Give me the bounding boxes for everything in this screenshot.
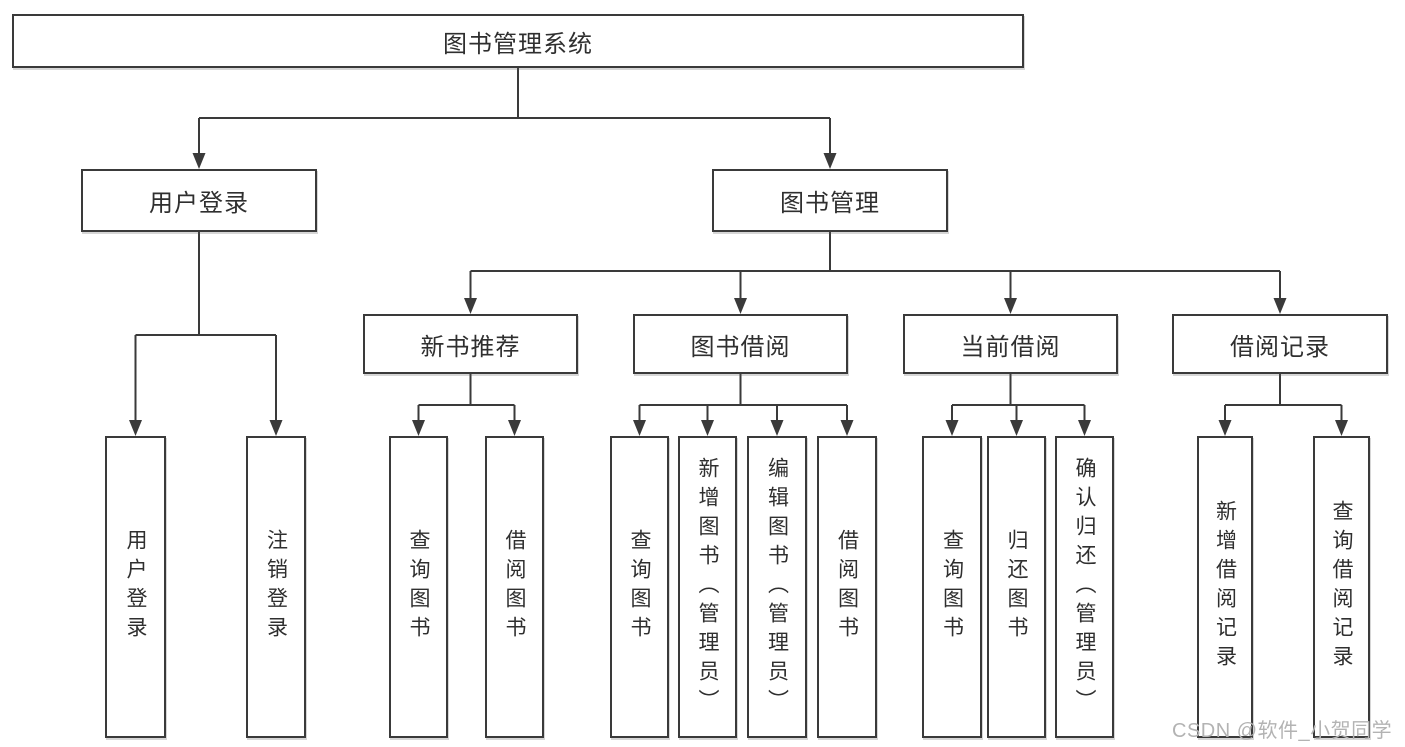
node-user-login-branch: 用户登录 bbox=[81, 169, 317, 232]
leaf-query-books-recommend: 查询图书 bbox=[389, 436, 448, 738]
leaf-user-login: 用户登录 bbox=[105, 436, 166, 738]
node-label: 查询图书 bbox=[940, 529, 964, 645]
leaf-add-borrow-record: 新增借阅记录 bbox=[1197, 436, 1253, 738]
leaf-query-borrow-record: 查询借阅记录 bbox=[1313, 436, 1370, 738]
leaf-return-books: 归还图书 bbox=[987, 436, 1046, 738]
node-label: 借阅记录 bbox=[1230, 333, 1330, 361]
leaf-logout: 注销登录 bbox=[246, 436, 306, 738]
node-library-management-system: 图书管理系统 bbox=[12, 14, 1024, 68]
node-current-borrowing: 当前借阅 bbox=[903, 314, 1118, 374]
node-label: 借阅图书 bbox=[503, 529, 526, 645]
node-label: 归还图书 bbox=[1005, 529, 1028, 645]
node-label: 查询借阅记录 bbox=[1330, 500, 1353, 674]
node-borrowing-records: 借阅记录 bbox=[1172, 314, 1388, 374]
node-label: 用户登录 bbox=[149, 190, 249, 217]
node-label: 查询图书 bbox=[407, 529, 430, 645]
leaf-query-books-borrowing: 查询图书 bbox=[610, 436, 669, 738]
leaf-add-book-admin: 新增图书（管理员） bbox=[678, 436, 737, 738]
node-label: 借阅图书 bbox=[835, 529, 859, 645]
node-new-book-recommendation: 新书推荐 bbox=[363, 314, 578, 374]
node-label: 图书管理系统 bbox=[443, 30, 593, 58]
node-label: 新增借阅记录 bbox=[1213, 500, 1237, 674]
node-label: 图书借阅 bbox=[690, 333, 791, 361]
node-label: 当前借阅 bbox=[960, 333, 1061, 361]
node-label: 新书推荐 bbox=[420, 333, 521, 361]
node-book-borrowing: 图书借阅 bbox=[633, 314, 848, 374]
leaf-borrow-books-recommend: 借阅图书 bbox=[485, 436, 544, 738]
node-label: 注销登录 bbox=[264, 529, 288, 645]
leaf-edit-book-admin: 编辑图书（管理员） bbox=[747, 436, 807, 738]
leaf-confirm-return-admin: 确认归还（管理员） bbox=[1055, 436, 1114, 738]
node-label: 编辑图书（管理员） bbox=[765, 456, 789, 718]
node-label: 图书管理 bbox=[780, 190, 880, 217]
csdn-watermark: CSDN @软件_小贺同学 bbox=[1172, 720, 1393, 742]
node-label: 确认归还（管理员） bbox=[1073, 456, 1096, 718]
node-book-management-branch: 图书管理 bbox=[712, 169, 948, 232]
node-label: 用户登录 bbox=[124, 529, 147, 645]
leaf-query-books-current: 查询图书 bbox=[922, 436, 982, 738]
leaf-borrow-books: 借阅图书 bbox=[817, 436, 877, 738]
node-label: 新增图书（管理员） bbox=[696, 456, 719, 718]
node-label: 查询图书 bbox=[628, 529, 651, 645]
